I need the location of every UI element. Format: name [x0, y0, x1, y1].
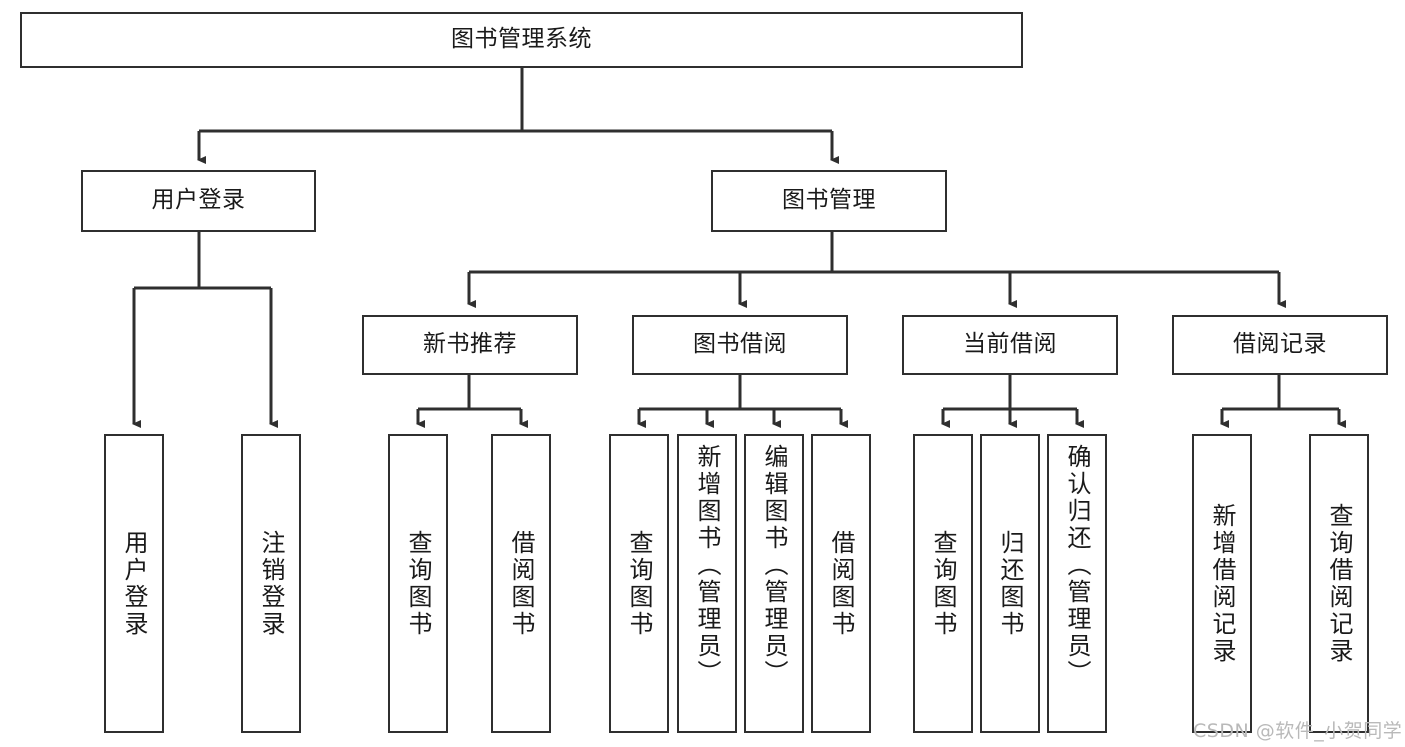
leaf-newbook-query-book[interactable]: 查询图书	[388, 434, 448, 733]
leaf-borrow-borrow-book-label: 借阅图书	[827, 529, 855, 638]
leaf-borrow-add-book-label: 新增图书（管理员）	[693, 444, 721, 687]
node-book-management[interactable]: 图书管理	[711, 170, 947, 232]
node-book-borrow-label: 图书借阅	[693, 331, 787, 358]
leaf-borrow-borrow-book[interactable]: 借阅图书	[811, 434, 871, 733]
node-root[interactable]: 图书管理系统	[20, 12, 1023, 68]
leaf-user-login-label: 用户登录	[120, 529, 148, 638]
leaf-borrow-query-book[interactable]: 查询图书	[609, 434, 669, 733]
node-new-book-recommend[interactable]: 新书推荐	[362, 315, 578, 375]
leaf-newbook-query-book-label: 查询图书	[404, 529, 432, 638]
leaf-newbook-borrow-book[interactable]: 借阅图书	[491, 434, 551, 733]
leaf-newbook-borrow-book-label: 借阅图书	[507, 529, 535, 638]
leaf-borrow-add-book[interactable]: 新增图书（管理员）	[677, 434, 737, 733]
leaf-borrow-query-book-label: 查询图书	[625, 529, 653, 638]
leaf-current-return-book-label: 归还图书	[996, 529, 1024, 638]
leaf-current-return-book[interactable]: 归还图书	[980, 434, 1040, 733]
leaf-current-query-book[interactable]: 查询图书	[913, 434, 973, 733]
node-borrow-record[interactable]: 借阅记录	[1172, 315, 1388, 375]
csdn-watermark: CSDN @软件_小贺同学	[1193, 720, 1403, 742]
node-new-book-recommend-label: 新书推荐	[423, 331, 517, 358]
node-current-borrow[interactable]: 当前借阅	[902, 315, 1118, 375]
node-borrow-record-label: 借阅记录	[1233, 331, 1327, 358]
leaf-record-query[interactable]: 查询借阅记录	[1309, 434, 1369, 733]
node-book-management-label: 图书管理	[782, 187, 876, 214]
node-root-label: 图书管理系统	[451, 26, 592, 53]
node-user-login[interactable]: 用户登录	[81, 170, 316, 232]
leaf-current-confirm-return[interactable]: 确认归还（管理员）	[1047, 434, 1107, 733]
leaf-logout[interactable]: 注销登录	[241, 434, 301, 733]
leaf-borrow-edit-book[interactable]: 编辑图书（管理员）	[744, 434, 804, 733]
node-book-borrow[interactable]: 图书借阅	[632, 315, 848, 375]
leaf-logout-label: 注销登录	[257, 529, 285, 638]
leaf-record-add-label: 新增借阅记录	[1208, 502, 1236, 665]
leaf-borrow-edit-book-label: 编辑图书（管理员）	[760, 444, 788, 687]
node-current-borrow-label: 当前借阅	[963, 331, 1057, 358]
leaf-current-confirm-return-label: 确认归还（管理员）	[1063, 444, 1091, 687]
leaf-user-login[interactable]: 用户登录	[104, 434, 164, 733]
leaf-record-query-label: 查询借阅记录	[1325, 502, 1353, 665]
leaf-current-query-book-label: 查询图书	[929, 529, 957, 638]
leaf-record-add[interactable]: 新增借阅记录	[1192, 434, 1252, 733]
node-user-login-label: 用户登录	[151, 187, 246, 214]
